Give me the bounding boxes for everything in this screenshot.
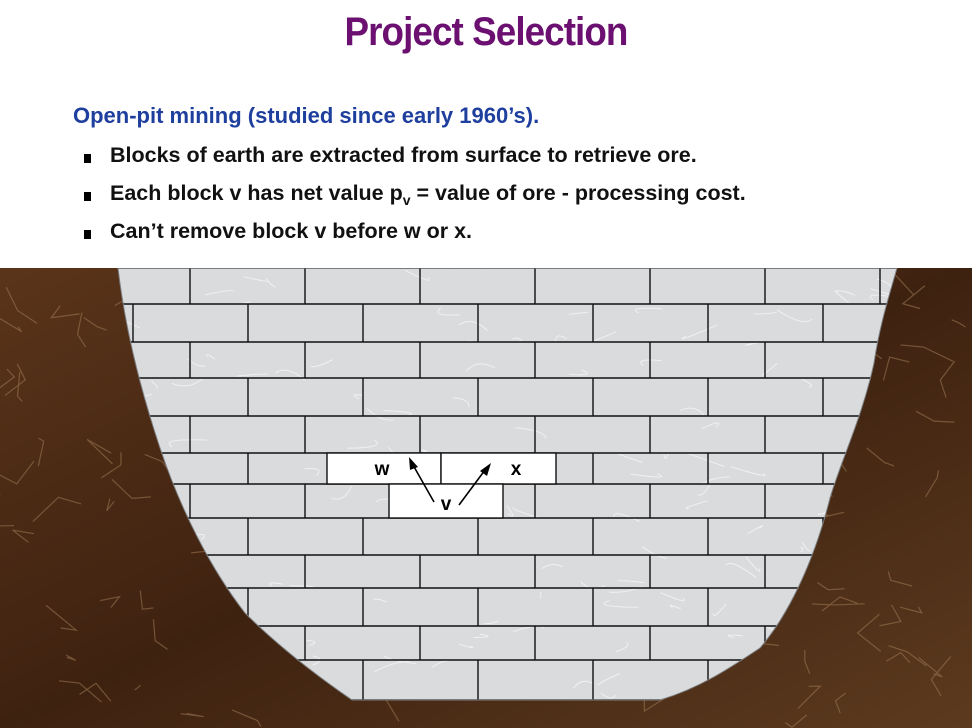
block-x: x: [440, 452, 557, 485]
bullet-square-icon: [84, 230, 91, 239]
bullet-square-icon: [84, 154, 91, 163]
bullet-item: Blocks of earth are extracted from surfa…: [80, 141, 746, 179]
block-x-label: x: [511, 459, 522, 480]
open-pit-mine-diagram: w x v: [0, 268, 972, 728]
bullet-text-continued: = value of ore - processing cost.: [410, 181, 746, 205]
bullet-text: Blocks of earth are extracted from surfa…: [110, 143, 697, 167]
block-w-label: w: [374, 459, 390, 480]
arrow-v-to-x: [458, 463, 491, 506]
block-w: w: [326, 452, 442, 485]
slide-title: Project Selection: [344, 10, 629, 54]
bullet-list: Blocks of earth are extracted from surfa…: [80, 141, 746, 255]
pit-outline: [117, 268, 898, 701]
bullet-item: Each block v has net value pv = value of…: [80, 179, 746, 217]
bullet-square-icon: [84, 192, 91, 201]
block-v: v: [388, 483, 504, 519]
block-v-label: v: [441, 494, 452, 515]
arrow-v-to-w: [409, 457, 435, 503]
bullet-text: Each block v has net value p: [110, 181, 403, 205]
bullet-item: Can’t remove block v before w or x.: [80, 217, 746, 255]
bullet-text: Can’t remove block v before w or x.: [110, 219, 473, 243]
bullet-subscript: v: [402, 192, 411, 208]
slide-subtitle: Open-pit mining (studied since early 196…: [73, 103, 540, 128]
